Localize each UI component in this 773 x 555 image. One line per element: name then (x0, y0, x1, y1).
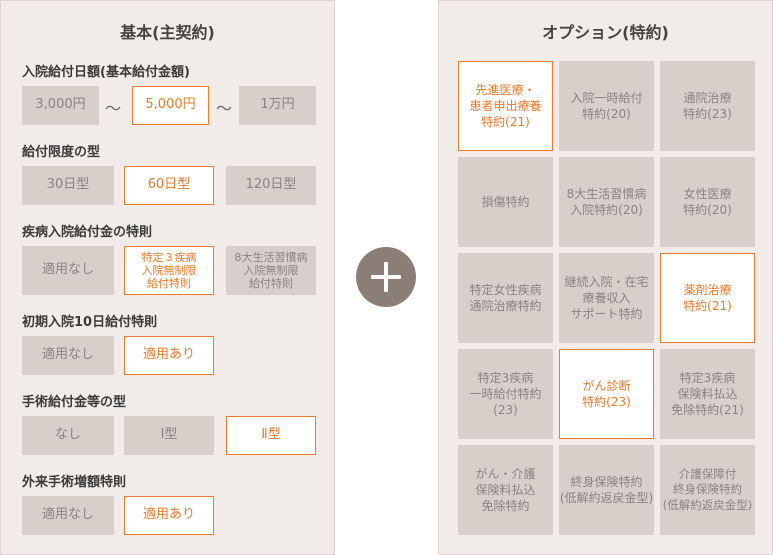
eight-lifestyle-unlimited-option[interactable]: 8大生活習慣病 入院無制限 給付特則 (226, 246, 316, 295)
basic-contract-panel: 基本(主契約) 入院給付日額(基本給付金額) 3,000円 〜 5,000円 〜… (0, 0, 335, 555)
daily-benefit-10000-option[interactable]: 1万円 (239, 86, 316, 125)
cancer-diagnosis-rider-cell[interactable]: がん診断 特約(23) (559, 349, 654, 439)
drug-treatment-rider-cell[interactable]: 薬剤治療 特約(21) (660, 253, 755, 343)
hospitalization-lump-sum-rider-cell[interactable]: 入院一時給付 特約(20) (559, 61, 654, 151)
limit-120-days-option[interactable]: 120日型 (226, 166, 316, 205)
outpatient-rule-none-option[interactable]: 適用なし (22, 496, 114, 535)
injury-rider-cell[interactable]: 損傷特約 (458, 157, 553, 247)
surgery-none-option[interactable]: なし (22, 416, 114, 455)
initial-10-day-rule-label: 初期入院10日給付特則 (22, 315, 158, 330)
range-separator: 〜 (216, 99, 233, 118)
three-disease-premium-waiver-rider-cell[interactable]: 特定3疾病 保険料払込 免除特約(21) (660, 349, 755, 439)
limit-60-days-option[interactable]: 60日型 (124, 166, 214, 205)
care-whole-life-rider-cell[interactable]: 介護保障付 終身保険特約 (低解約返戻金型) (660, 445, 755, 535)
limit-30-days-option[interactable]: 30日型 (22, 166, 114, 205)
range-separator: 〜 (105, 99, 122, 118)
daily-benefit-label: 入院給付日額(基本給付金額) (22, 65, 190, 80)
disease-special-rule-label: 疾病入院給付金の特則 (22, 225, 153, 240)
whole-life-rider-cell[interactable]: 終身保険特約 (低解約返戻金型) (559, 445, 654, 535)
three-disease-lump-sum-rider-cell[interactable]: 特定3疾病 一時給付特約(23) (458, 349, 553, 439)
benefit-limit-label: 給付限度の型 (22, 145, 101, 160)
surgery-type-2-option[interactable]: Ⅱ型 (226, 416, 316, 455)
outpatient-rule-applied-option[interactable]: 適用あり (124, 496, 214, 535)
cancer-care-premium-waiver-rider-cell[interactable]: がん・介護 保険料払込 免除特約 (458, 445, 553, 535)
basic-contract-title: 基本(主契約) (120, 23, 215, 42)
initial-rule-none-option[interactable]: 適用なし (22, 336, 114, 375)
daily-benefit-3000-option[interactable]: 3,000円 (22, 86, 99, 125)
three-disease-unlimited-option[interactable]: 特定３疾病 入院無制限 給付特則 (124, 246, 214, 295)
continued-hospital-income-rider-cell[interactable]: 継続入院・在宅 療養収入 サポート特約 (559, 253, 654, 343)
surgery-type-1-option[interactable]: Ⅰ型 (124, 416, 214, 455)
daily-benefit-5000-option[interactable]: 5,000円 (132, 86, 209, 125)
female-medical-rider-cell[interactable]: 女性医療 特約(20) (660, 157, 755, 247)
initial-rule-applied-option[interactable]: 適用あり (124, 336, 214, 375)
surgery-type-label: 手術給付金等の型 (22, 395, 127, 410)
female-disease-outpatient-rider-cell[interactable]: 特定女性疾病 通院治療特約 (458, 253, 553, 343)
outpatient-surgery-rule-label: 外来手術増額特則 (22, 475, 127, 490)
outpatient-treatment-rider-cell[interactable]: 通院治療 特約(23) (660, 61, 755, 151)
options-title: オプション(特約) (542, 23, 669, 42)
options-panel: オプション(特約) 先進医療・ 患者申出療養 特約(21) 入院一時給付 特約(… (438, 0, 773, 555)
advanced-medical-rider-cell[interactable]: 先進医療・ 患者申出療養 特約(21) (458, 61, 553, 151)
disease-rule-none-option[interactable]: 適用なし (22, 246, 114, 295)
plus-icon (356, 247, 416, 307)
lifestyle-disease-hospital-rider-cell[interactable]: 8大生活習慣病 入院特約(20) (559, 157, 654, 247)
